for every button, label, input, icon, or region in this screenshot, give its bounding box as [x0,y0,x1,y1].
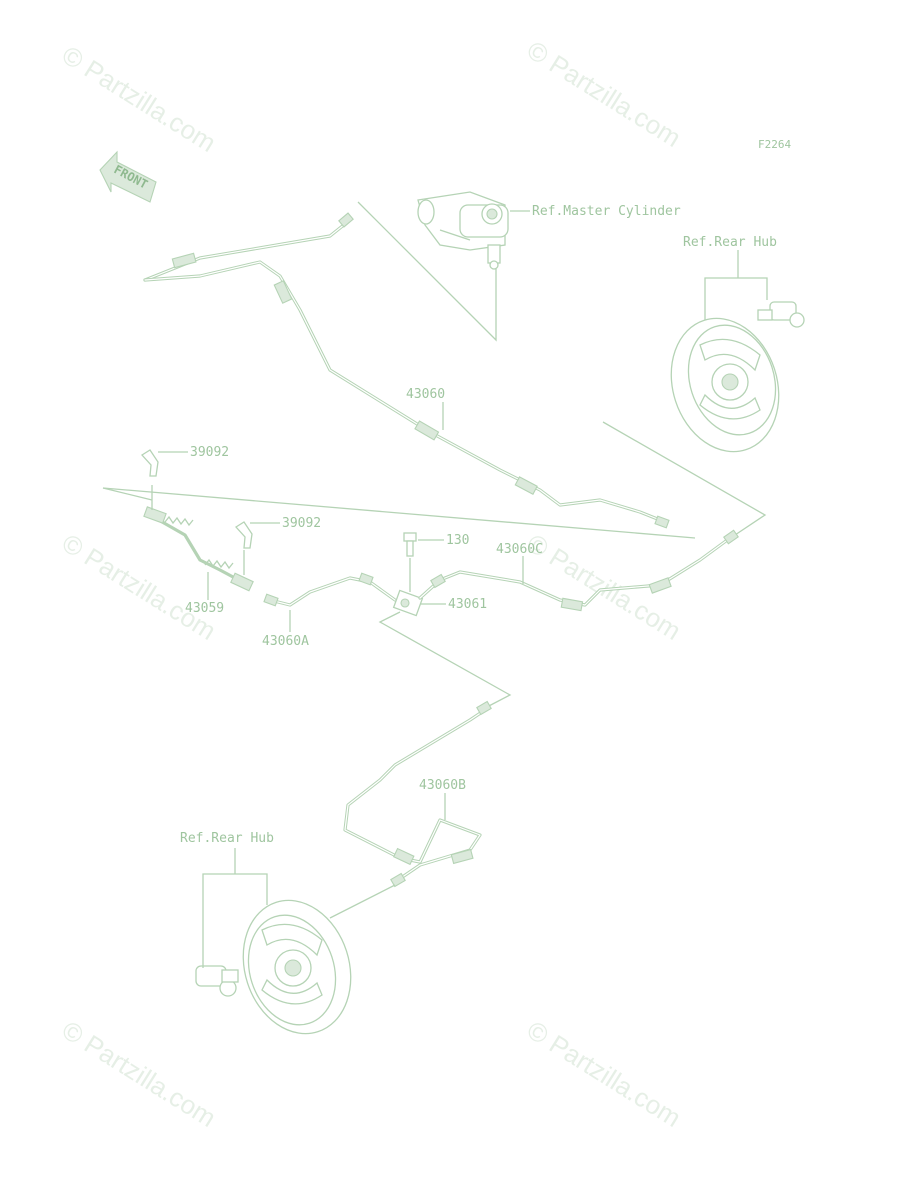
master-cylinder-icon [417,191,509,270]
left-brake-drum-icon [195,899,352,1035]
label-43059: 43059 [185,601,224,616]
leader-rear-hub-right [704,277,768,320]
watermark: © Partzilla.com [57,1015,221,1133]
bolt-130-icon [403,532,417,557]
ref-rear-hub-right-label: Ref.Rear Hub [683,235,777,250]
label-39092-a: 39092 [190,445,229,460]
watermark: © Partzilla.com [57,528,221,646]
label-130: 130 [446,533,469,548]
joint-43061-icon [392,589,424,617]
clip-39092-icon [140,449,159,477]
master-cylinder-callout [357,201,497,342]
callout-line-right [602,421,767,536]
watermark: © Partzilla.com [522,35,686,153]
watermark: © Partzilla.com [522,1015,686,1133]
figure-code: F2264 [758,138,791,151]
right-brake-drum-icon [670,301,805,453]
callout-line-left [102,487,696,539]
ref-master-cylinder-label: Ref.Master Cylinder [532,204,681,219]
label-39092-b: 39092 [282,516,321,531]
front-arrow-icon: FRONT [99,150,157,203]
label-43060a: 43060A [262,634,309,649]
watermark: © Partzilla.com [57,40,221,158]
brake-hose-43059 [143,506,254,592]
label-43061: 43061 [448,597,487,612]
clip-39092-b-icon [234,521,253,549]
label-43060: 43060 [406,387,445,402]
pipe-43060a [268,576,397,607]
pipe-43060 [143,260,667,524]
ref-rear-hub-left-label: Ref.Rear Hub [180,831,274,846]
label-43060b: 43060B [419,778,466,793]
callout-line-lower [378,611,512,709]
label-43060c: 43060C [496,542,543,557]
